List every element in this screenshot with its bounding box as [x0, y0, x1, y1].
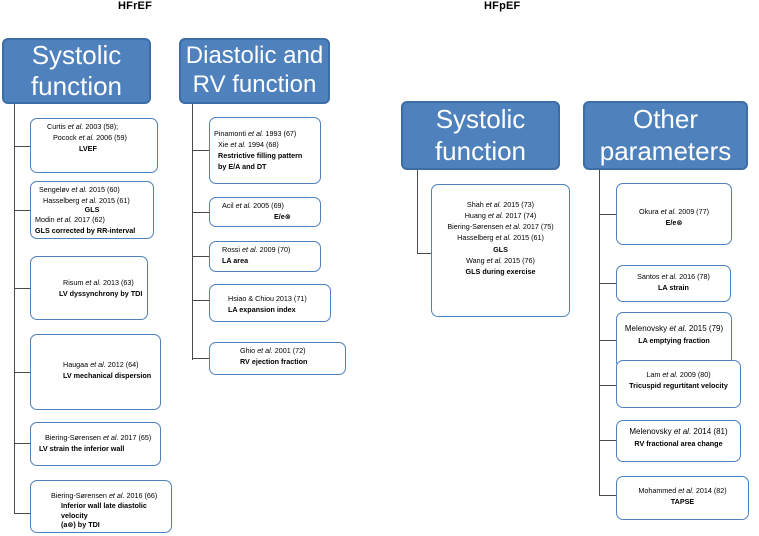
card-gls: Sengeløv et al. 2015 (60) Hasselberg et … [30, 181, 154, 239]
card-lvef: Curtis et al. 2003 (58); Pocock et al. 2… [30, 118, 158, 173]
hfpef-title: HFpEF [484, 0, 521, 12]
header-line-1: Systolic [31, 39, 122, 70]
connector-line [599, 170, 600, 495]
card-tapse: Mohammed et al. 2014 (82) TAPSE [616, 476, 749, 520]
card-rv-ejection-fraction: Ghio et al. 2001 (72) RV ejection fracti… [209, 342, 346, 375]
parameter-label: GLS corrected by RR-interval [35, 226, 136, 236]
parameter-label: LV strain the inferior wall [39, 444, 125, 454]
card-mechanical-dispersion: Haugaa et al. 2012 (64) LV mechanical di… [30, 334, 161, 410]
card-e-e-ratio: Acil et al. 2005 (69) E/e⊗ [209, 197, 321, 227]
header-line-2: function [30, 71, 123, 101]
parameter-label: (a⊗) by TDI [61, 519, 100, 529]
parameter-label: by E/A and DT [218, 162, 267, 172]
parameter-label: GLS [493, 244, 508, 254]
connector-line [599, 495, 616, 496]
parameter-label: E/e⊗ [665, 218, 683, 228]
card-hfpef-gls: Shah et al. 2015 (73) Huang et al. 2017 … [431, 184, 570, 317]
parameter-label: LA strain [658, 283, 689, 293]
parameter-label: TAPSE [670, 497, 695, 507]
card-tricuspid-velocity: Lam et al. 2009 (80) Tricuspid regurtita… [616, 360, 741, 408]
hfref-title: HFrEF [118, 0, 152, 12]
connector-line [192, 212, 209, 213]
parameter-label: Tricuspid regurtitant velocity [629, 381, 728, 391]
connector-line [14, 146, 30, 147]
connector-line [599, 283, 616, 284]
card-lv-dyssynchrony: Risum et al. 2013 (63) LV dyssynchrony b… [30, 256, 148, 320]
parameter-label: RV fractional area change [634, 439, 723, 449]
card-hfpef-e-e: Okura et al. 2009 (77) E/e⊗ [616, 183, 732, 245]
header-line-1: Diastolic and [185, 42, 324, 70]
connector-line [14, 104, 15, 514]
header-line-1: Systolic [435, 104, 526, 135]
card-la-emptying-fraction: Melenovsky et al. 2015 (79) LA emptying … [616, 312, 732, 369]
connector-line [14, 372, 30, 373]
parameter-label: LA area [222, 256, 249, 266]
connector-line [417, 253, 432, 254]
parameter-label: LV dyssynchrony by TDI [59, 289, 143, 299]
connector-line [14, 513, 30, 514]
connector-line [192, 104, 193, 360]
connector-line [14, 210, 30, 211]
card-la-expansion-index: Hsiao & Chiou 2013 (71) LA expansion ind… [209, 284, 331, 322]
connector-line [599, 214, 616, 215]
connector-line [192, 256, 209, 257]
header-line-2: parameters [599, 135, 732, 166]
connector-line [417, 170, 418, 254]
parameter-label: LVEF [79, 144, 97, 154]
connector-line [14, 288, 30, 289]
card-late-diastolic-velocity: Biering-Sørensen et al. 2016 (66) Inferi… [30, 480, 172, 533]
parameter-label: Restrictive filling pattern [218, 151, 303, 161]
parameter-label: GLS during exercise [465, 266, 536, 276]
card-inferior-wall-strain: Biering-Sørensen et al. 2017 (65) LV str… [30, 422, 161, 466]
connector-line [192, 358, 209, 359]
connector-line [599, 340, 616, 341]
parameter-label: E/e⊗ [274, 212, 291, 222]
parameter-label: LA emptying fraction [638, 336, 710, 346]
parameter-label: LA expansion index [228, 305, 296, 315]
connector-line [599, 440, 616, 441]
header-line-2: function [434, 135, 527, 166]
connector-line [192, 300, 209, 301]
header-line-2: RV function [192, 71, 317, 98]
parameter-label: GLS [84, 205, 100, 215]
card-rv-fac: Melenovsky et al. 2014 (81) RV fractiona… [616, 420, 741, 462]
card-restrictive-filling: Pinamonti et al. 1993 (67) Xie et al. 19… [209, 117, 321, 184]
header-line-1: Other [632, 104, 699, 135]
connector-line [14, 443, 30, 444]
connector-line [599, 385, 616, 386]
parameter-label: RV ejection fraction [240, 357, 308, 367]
connector-line [192, 150, 209, 151]
card-la-strain: Santos et al. 2016 (78) LA strain [616, 265, 731, 302]
parameter-label: LV mechanical dispersion [63, 371, 152, 381]
card-la-area: Rossi et al. 2009 (70) LA area [209, 241, 321, 272]
parameter-label: Inferior wall late diastolic velocity [61, 501, 147, 520]
